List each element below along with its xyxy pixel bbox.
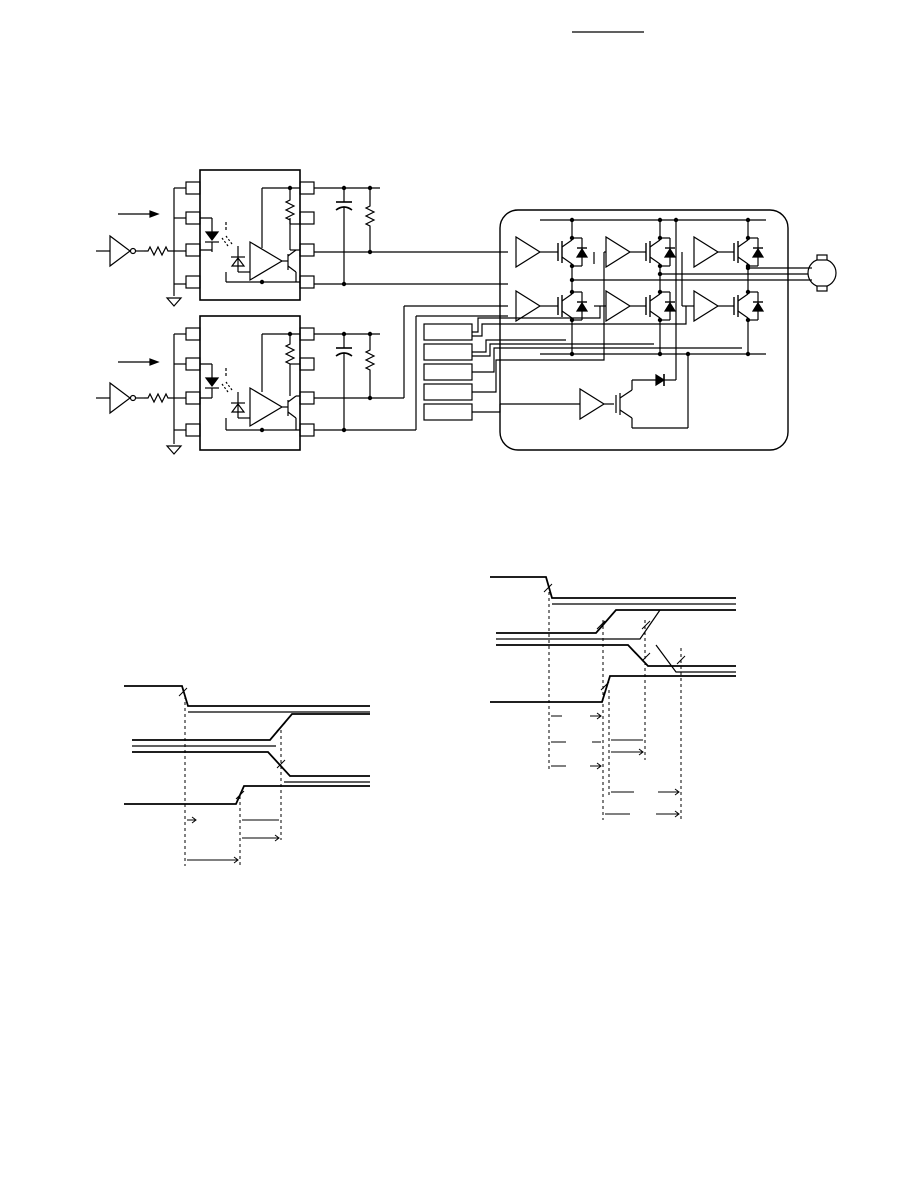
output-network-upper (314, 185, 508, 287)
intelligent-power-module (423, 209, 808, 451)
input-driver-lower (96, 333, 186, 455)
timing-diagram-right (490, 576, 736, 820)
optocoupler-lower (185, 315, 315, 451)
timing-diagram-left (124, 685, 370, 866)
input-driver-upper (96, 187, 186, 307)
optocoupler-upper (185, 169, 315, 301)
output-network-lower (314, 305, 508, 433)
motor-icon (807, 254, 837, 292)
